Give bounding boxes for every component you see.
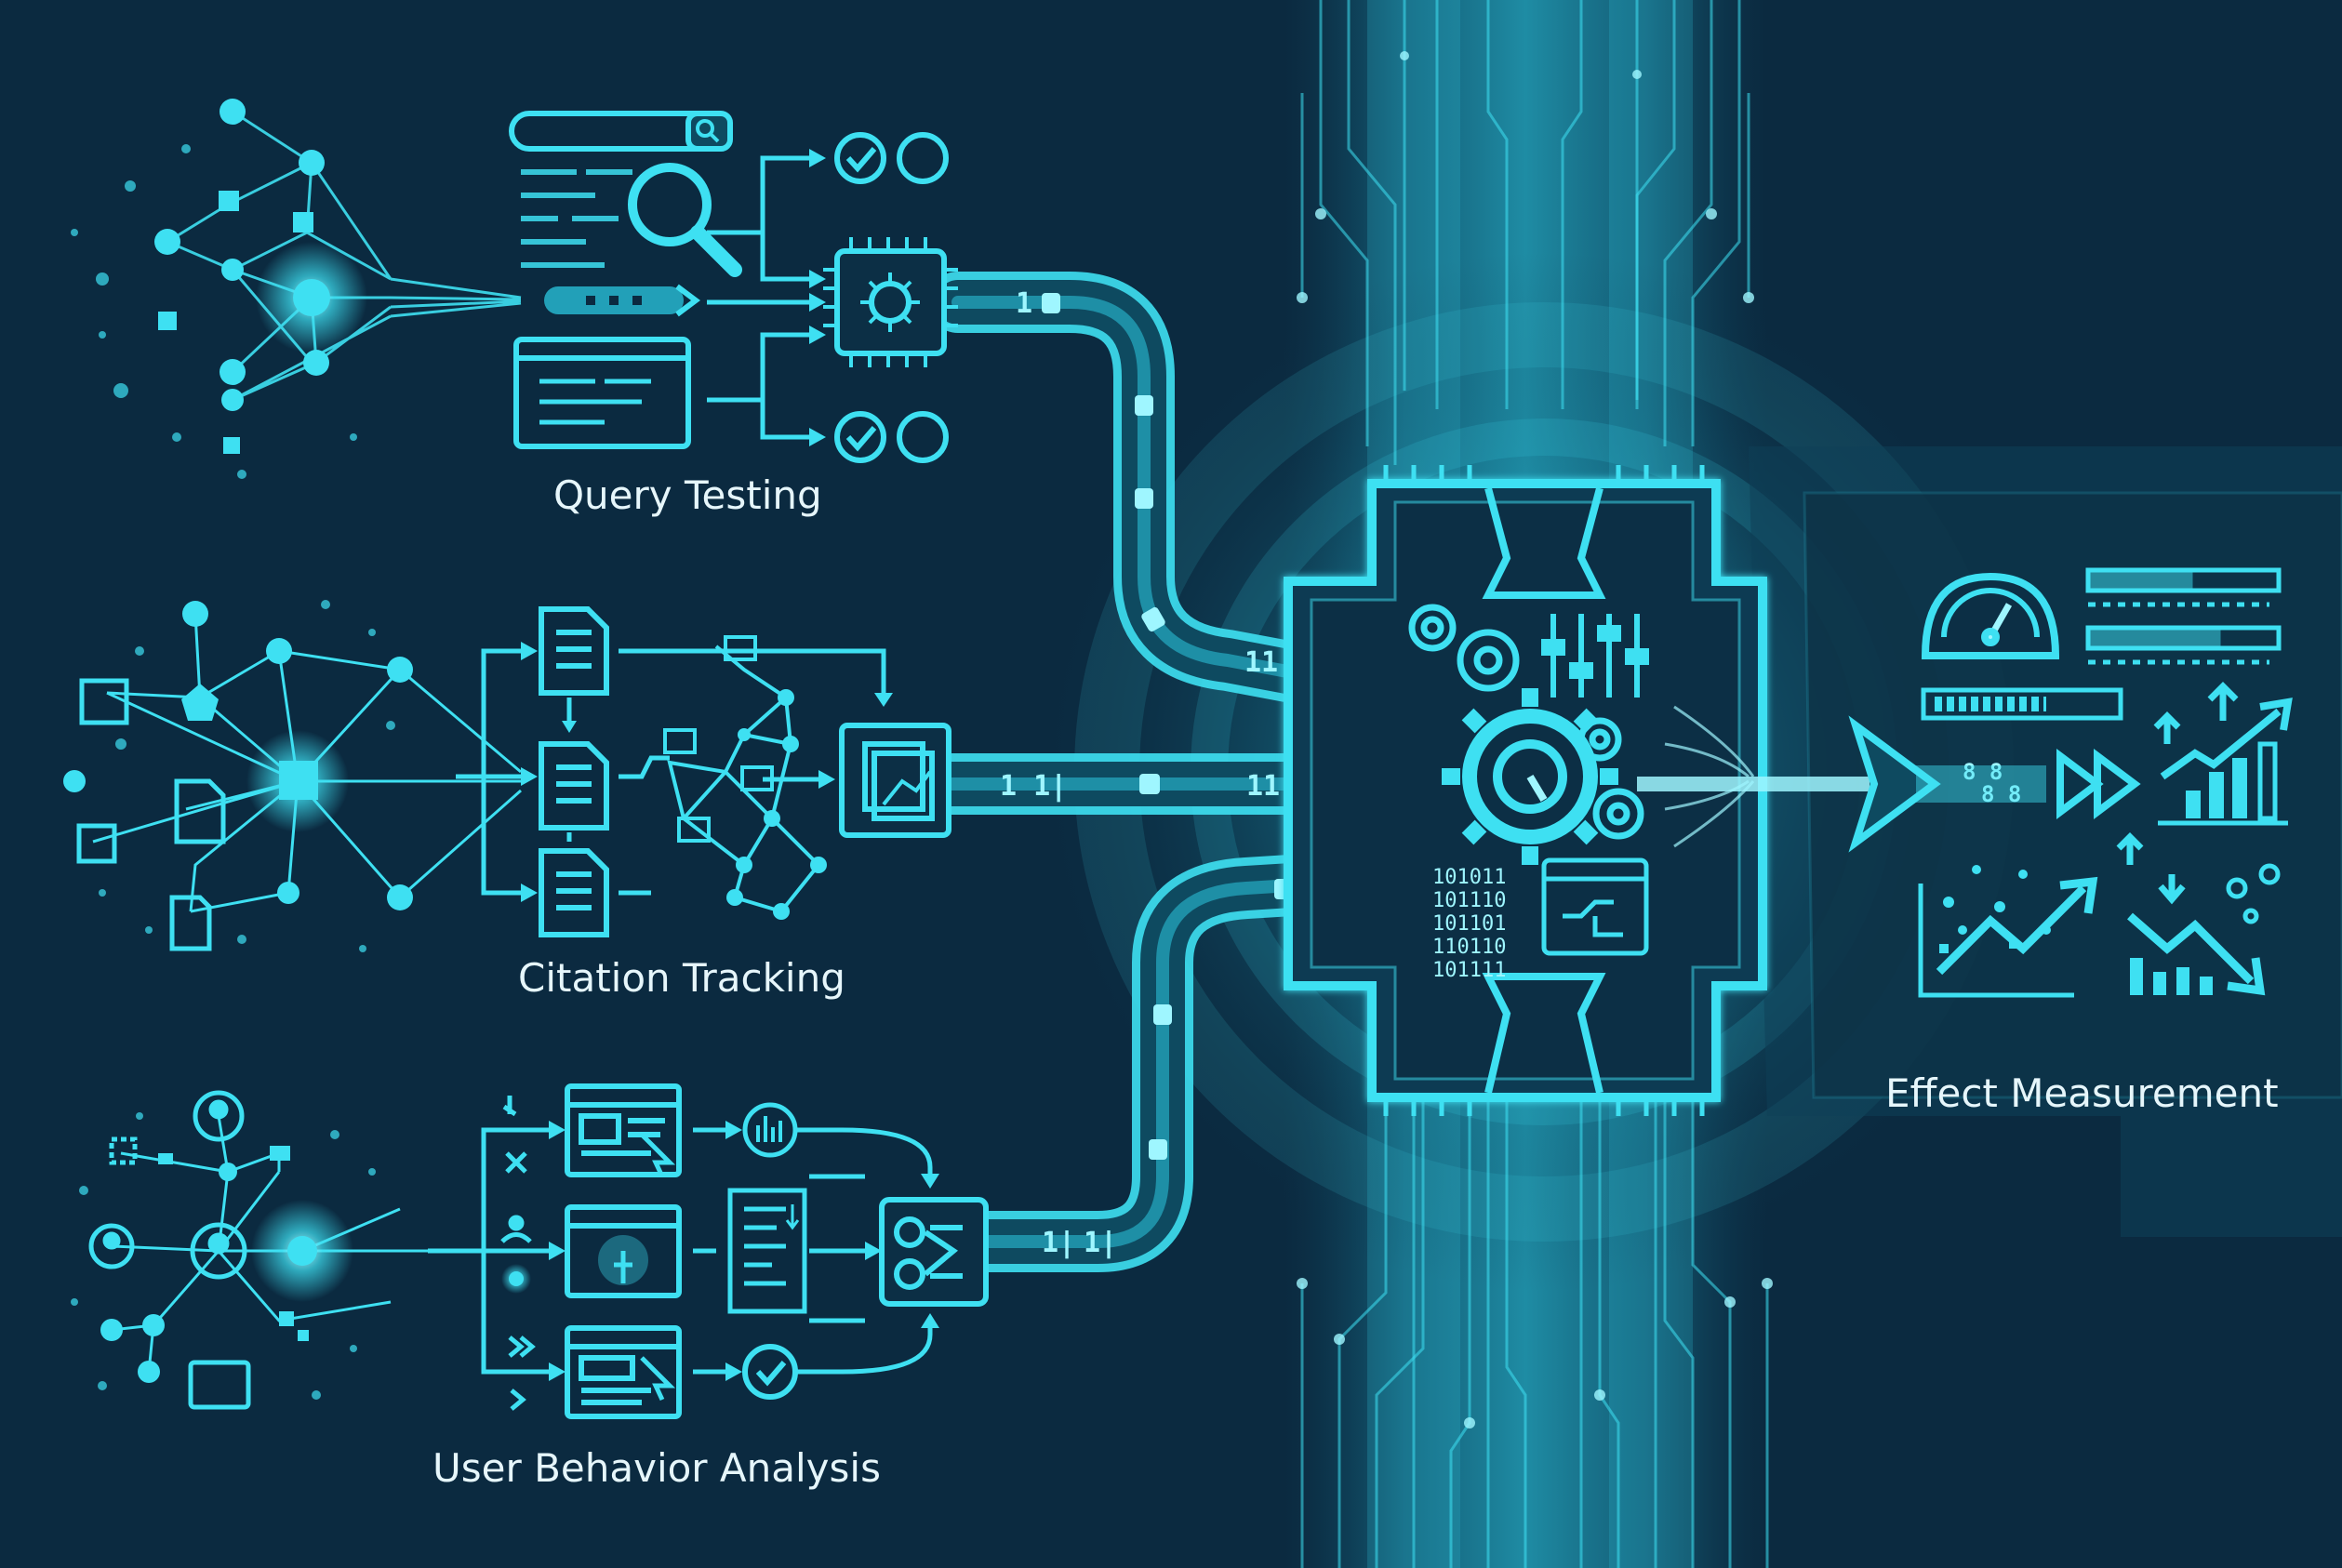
bar-chart-icon <box>742 1102 798 1158</box>
central-processor: 101011 101110 101101 110110 101111 <box>1284 465 1767 1116</box>
workflow-window-icon <box>1541 857 1649 956</box>
glyph-8: 1| <box>1084 1227 1117 1259</box>
document-icon <box>539 606 609 937</box>
user-behavior-module: User Behavior Analysis <box>71 1083 989 1491</box>
binary-matrix: 101011 101110 101101 110110 101111 <box>1432 866 1506 982</box>
browser-window-icon <box>513 337 691 449</box>
circuit-traces <box>1300 0 1769 1568</box>
checklist-icon <box>727 1188 807 1314</box>
glyph-6: 8 8 <box>1981 781 2021 807</box>
binary-row: 101111 <box>1432 959 1506 982</box>
chart-icon <box>2186 741 2278 821</box>
cursor-icon <box>565 1083 682 1419</box>
chart-icon <box>2130 958 2213 995</box>
check-circle-icon <box>742 1344 798 1400</box>
sliders-icon <box>1541 614 1649 698</box>
binary-row: 101110 <box>1432 889 1506 912</box>
gear-icon <box>1442 688 1618 865</box>
search-bar-icon <box>509 111 733 152</box>
user-icon <box>193 1090 245 1142</box>
user-icon <box>190 1222 247 1280</box>
glyph-5: 8 8 <box>1963 759 2003 785</box>
play-arrow-icon <box>2056 749 2104 819</box>
search-icon <box>628 163 742 277</box>
search-icon <box>696 119 714 138</box>
check-circle-icon <box>834 132 886 463</box>
binary-row: 101101 <box>1432 912 1506 936</box>
label-user-behavior-analysis: User Behavior Analysis <box>432 1445 881 1491</box>
glyph-3: 1 1| <box>1000 770 1067 803</box>
output-arrow <box>1637 715 2141 853</box>
effect-measurement-panel: Effect Measurement <box>1885 567 2293 1116</box>
glyph-7: 1| <box>1042 1227 1075 1259</box>
play-arrow-icon <box>2094 749 2141 819</box>
play-arrow-icon <box>1848 715 1941 853</box>
chip-icon <box>823 237 958 367</box>
empty-circle-icon <box>897 132 949 463</box>
gauge-icon <box>1921 572 2060 659</box>
label-effect-measurement: Effect Measurement <box>1885 1070 2279 1116</box>
stream-glyphs: 1 11 1 1| 11 8 8 8 8 1| 1| <box>1000 287 2021 1259</box>
binary-row: 101011 <box>1432 866 1506 889</box>
query-testing-module: Query Testing <box>71 99 958 518</box>
user-icon <box>88 1223 135 1269</box>
label-query-testing: Query Testing <box>553 472 822 518</box>
gear-icon <box>1408 604 1644 840</box>
scatter-chart-icon <box>1918 865 2098 998</box>
binary-row: 110110 <box>1432 936 1506 959</box>
arrow-down-icon <box>2158 874 2186 905</box>
chart-icon <box>839 723 951 838</box>
arrow-up-icon <box>2116 682 2239 865</box>
glyph-1: 1 <box>1016 287 1032 320</box>
citation-tracking-module: Citation Tracking <box>63 600 951 1001</box>
glyph-2: 11 <box>1244 646 1278 679</box>
flow-card-icon <box>879 1197 989 1307</box>
glyph-4: 11 <box>1246 770 1280 803</box>
progress-bars <box>1921 567 2282 721</box>
label-citation-tracking: Citation Tracking <box>518 955 845 1001</box>
